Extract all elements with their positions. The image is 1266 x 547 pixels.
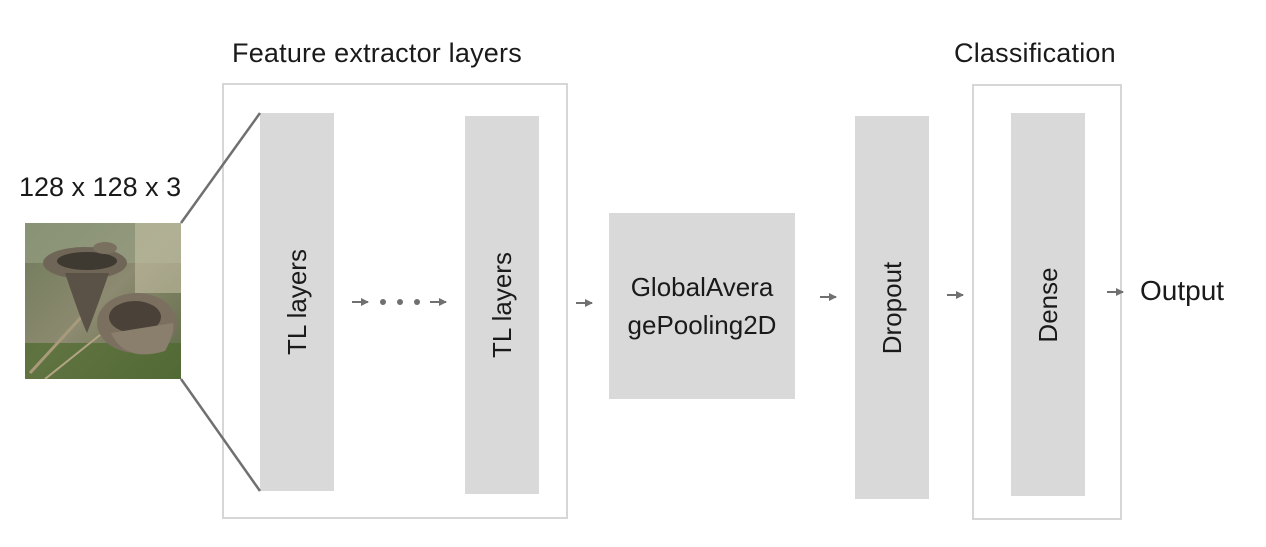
projection-line-top <box>179 112 262 224</box>
dropout-block: Dropout <box>855 116 929 499</box>
global-average-pooling-label: GlobalAveragePooling2D <box>627 272 777 340</box>
input-image <box>25 223 181 379</box>
tl-layers-first-block: TL layers <box>260 113 334 491</box>
projection-line-bottom <box>179 378 262 492</box>
global-average-pooling-block: GlobalAveragePooling2D <box>609 213 795 399</box>
classification-title: Classification <box>954 38 1116 68</box>
input-dimensions-label: 128 x 128 x 3 <box>19 172 182 202</box>
ellipsis-connector <box>352 298 447 306</box>
dense-block: Dense <box>1011 113 1085 496</box>
classification-box <box>972 84 1122 520</box>
tl-layers-last-block: TL layers <box>465 116 539 494</box>
feature-extractor-box <box>222 83 568 519</box>
feature-extractor-title: Feature extractor layers <box>232 38 522 68</box>
mushroom-photo-icon <box>25 223 181 379</box>
output-label: Output <box>1140 275 1225 306</box>
